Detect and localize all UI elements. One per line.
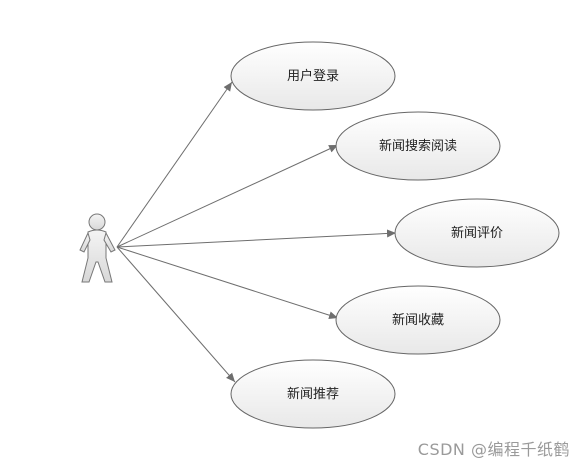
- watermark: CSDN @编程千纸鹤: [417, 440, 570, 459]
- use-case-recommend: 新闻推荐: [230, 359, 396, 429]
- association-line-rating: [116, 229, 397, 248]
- use-case-label: 新闻搜索阅读: [379, 138, 457, 154]
- use-case-search-read: 新闻搜索阅读: [335, 111, 501, 181]
- associations: [116, 81, 397, 383]
- association-line-favorite: [116, 246, 339, 320]
- use-case-favorite: 新闻收藏: [335, 285, 501, 355]
- use-case-label: 新闻收藏: [392, 312, 444, 328]
- association-line-login: [116, 81, 233, 248]
- use-case-label: 新闻评价: [451, 225, 503, 241]
- actor-user-icon: [79, 213, 116, 283]
- use-case-rating: 新闻评价: [394, 198, 560, 268]
- use-case-label: 用户登录: [287, 68, 339, 84]
- association-line-search-read: [116, 144, 339, 248]
- use-case-label: 新闻推荐: [287, 386, 339, 402]
- association-line-recommend: [116, 246, 236, 383]
- use-case-login: 用户登录: [230, 41, 396, 111]
